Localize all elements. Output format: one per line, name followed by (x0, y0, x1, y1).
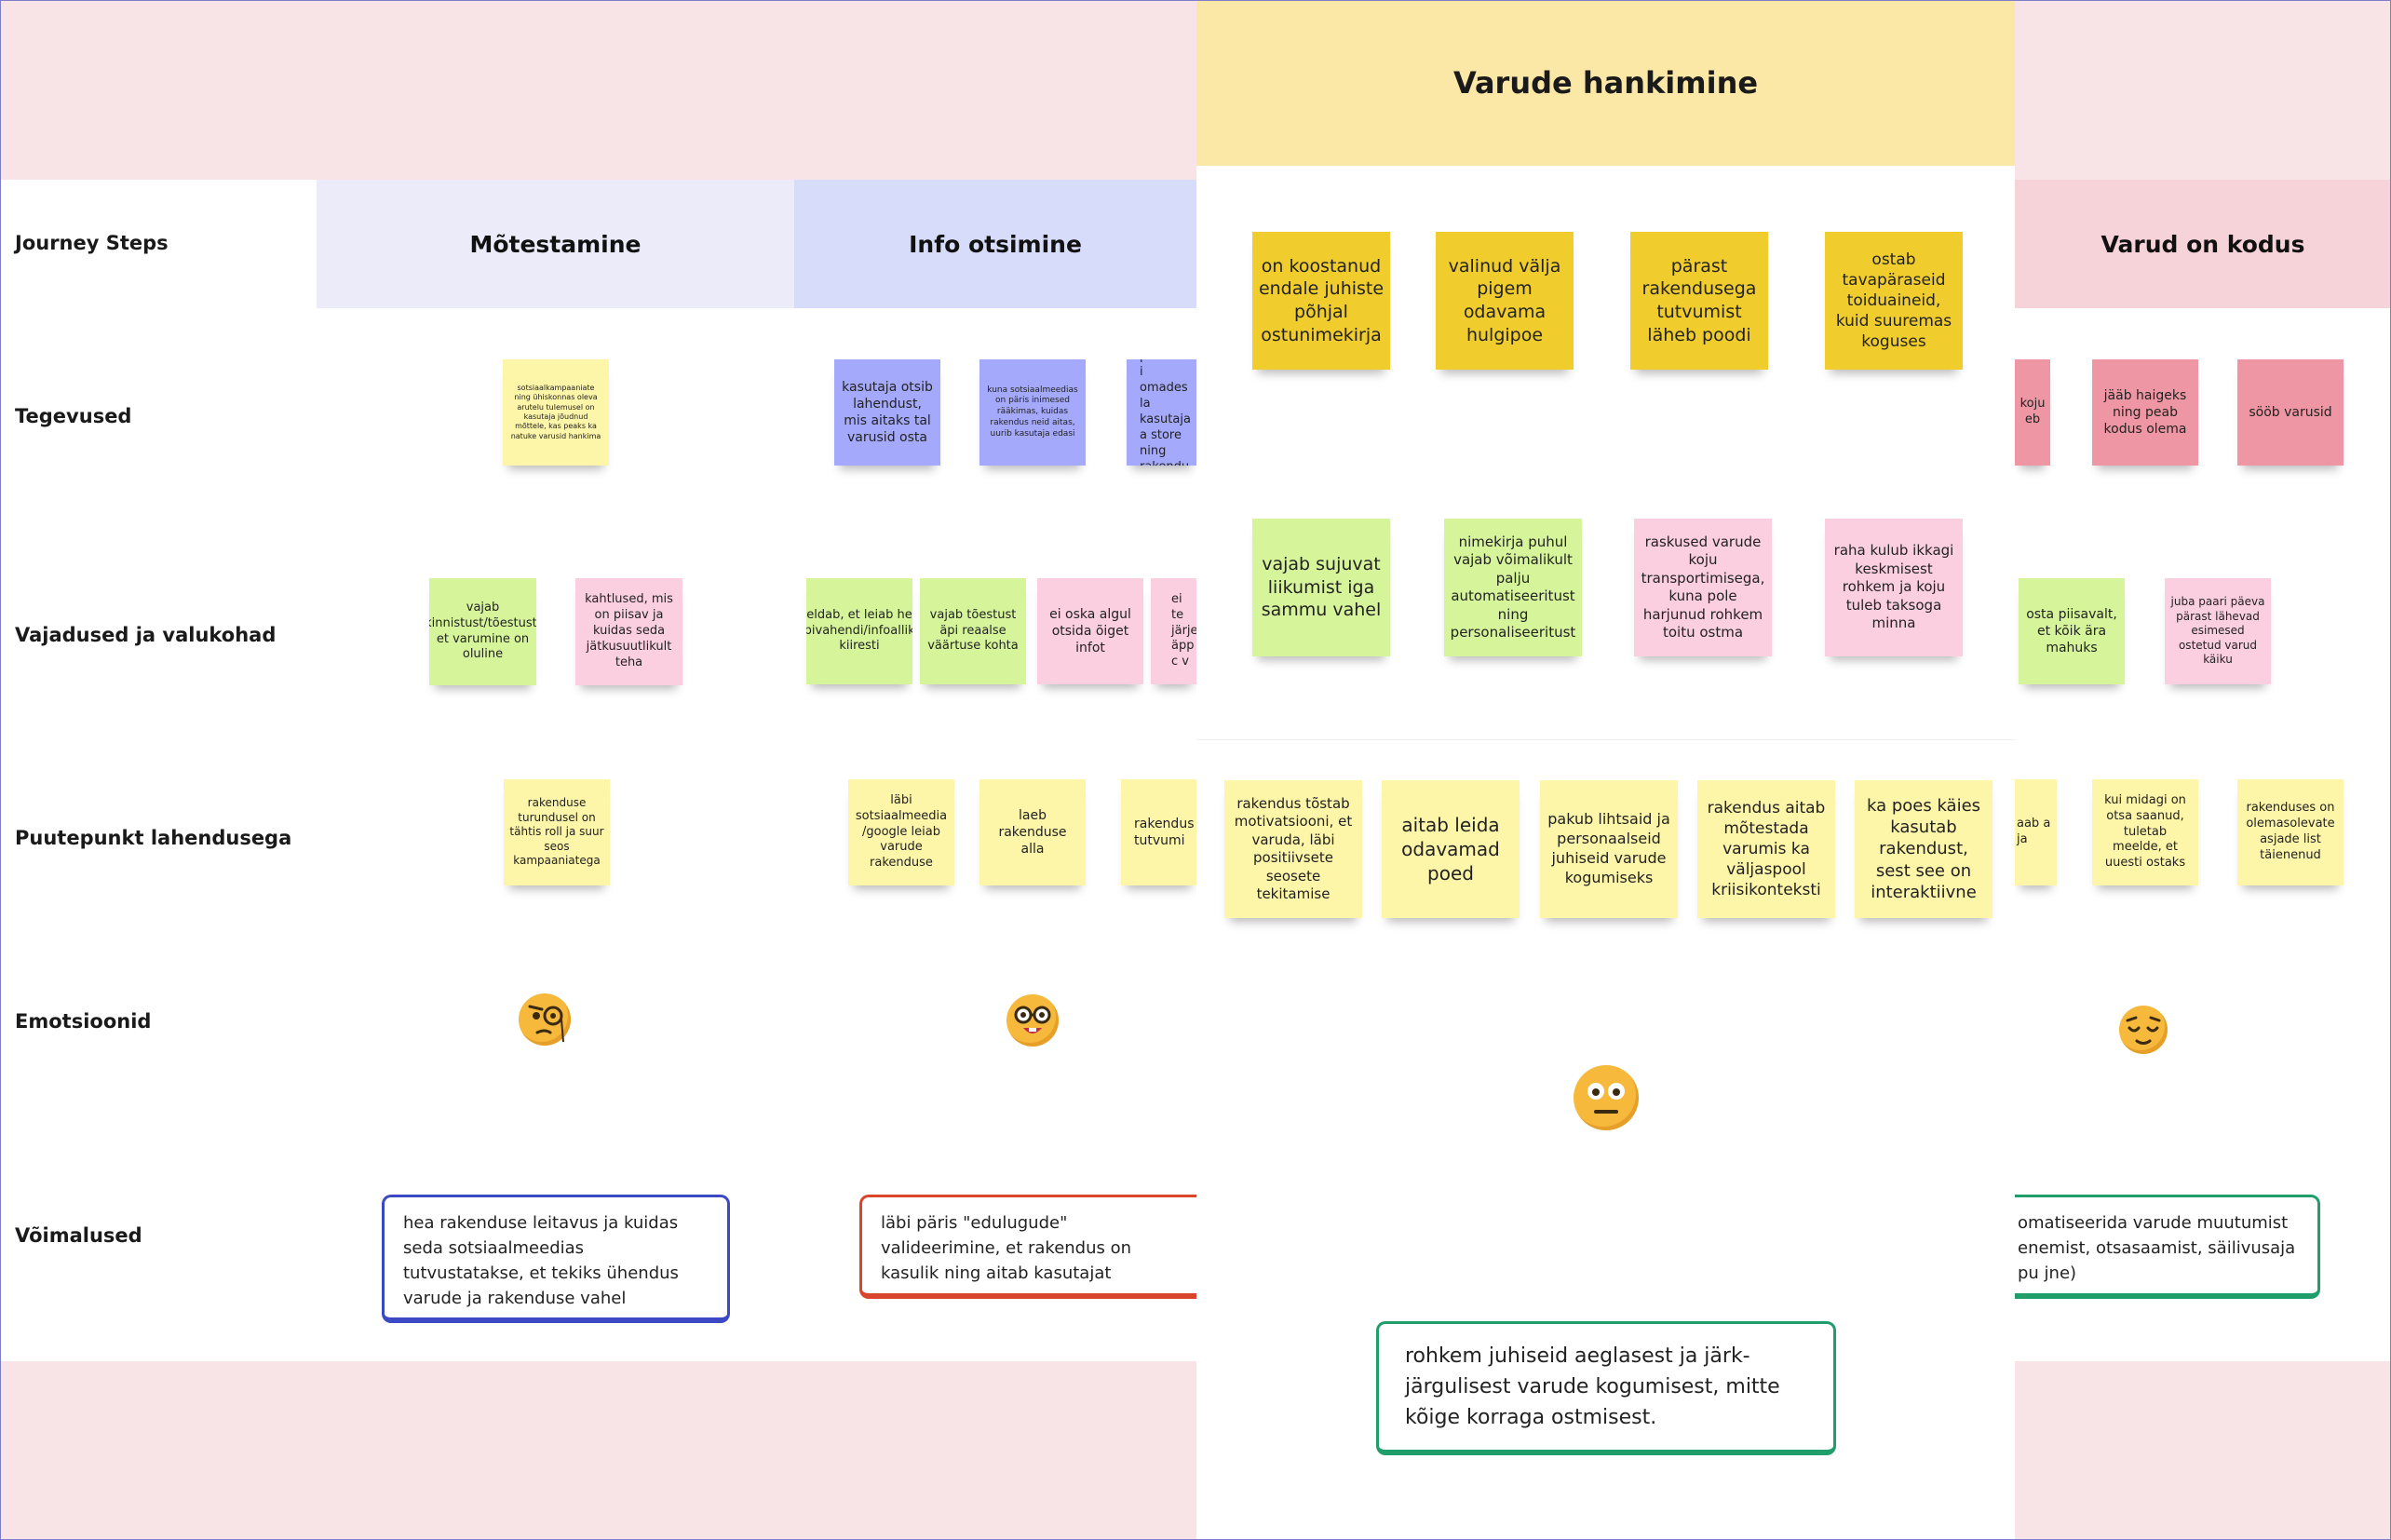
sticky-note[interactable]: juba paari päeva pärast lähevad esimesed… (2165, 578, 2271, 684)
monocle-face-icon (519, 993, 571, 1046)
opportunity-card[interactable]: hea rakenduse leitavus ja kuidas seda so… (382, 1195, 730, 1323)
bottom-band (0, 1361, 2391, 1540)
relieved-face-icon (2119, 1006, 2168, 1054)
step-header-motestamine[interactable]: Mõtestamine (317, 180, 794, 308)
row-label-puutepunkt: Puutepunkt lahendusega (15, 827, 292, 849)
sticky-note[interactable]: osta piisavalt, et kõik ära mahuks (2019, 578, 2125, 684)
opportunity-text: hea rakenduse leitavus ja kuidas seda so… (403, 1213, 679, 1308)
sticky-note[interactable]: ei te järje äpp c v (1151, 578, 1196, 684)
sticky-note[interactable]: pärast rakendusega tutvumist läheb poodi (1630, 232, 1768, 370)
sticky-note[interactable]: rakenduse turundusel on tähtis roll ja s… (504, 779, 610, 885)
sticky-note[interactable]: jääb haigeks ning peab kodus olema (2092, 359, 2198, 466)
opportunity-card[interactable]: rohkem juhiseid aeglasest ja järk-järgul… (1376, 1321, 1836, 1455)
row-label-vajadused: Vajadused ja valukohad (15, 624, 277, 646)
sticky-note[interactable]: kahtlused, mis on piisav ja kuidas seda … (575, 578, 682, 685)
sticky-note[interactable]: rakendus aitab mõtestada varumis ka välj… (1697, 780, 1835, 918)
sticky-note[interactable]: läbi sotsiaalmeedia /google leiab varude… (848, 779, 954, 885)
sticky-note[interactable]: raskused varude koju transportimisega, k… (1634, 519, 1772, 656)
sticky-note[interactable]: laeb rakenduse alla (979, 779, 1086, 885)
sticky-note[interactable]: eeldab, et leiab hea abivahendi/infoalli… (806, 578, 912, 684)
row-label-journey-steps: Journey Steps (15, 232, 169, 254)
opportunity-card[interactable]: omatiseerida varude muutumist enemist, o… (1992, 1195, 2320, 1299)
sticky-note[interactable]: piisavalt i omades la kasutaja a store n… (1127, 359, 1196, 466)
step-header-info-otsimine[interactable]: Info otsimine (794, 180, 1196, 308)
sticky-note[interactable]: on koostanud endale juhiste põhjal ostun… (1252, 232, 1390, 370)
sticky-note[interactable]: aab a ja (2015, 779, 2057, 885)
row-label-voimalused: Võimalused (15, 1224, 142, 1247)
opportunity-text: rohkem juhiseid aeglasest ja järk-järgul… (1405, 1344, 1780, 1429)
step-header-varud-kodus[interactable]: Varud on kodus (2015, 180, 2391, 308)
sticky-note[interactable]: sotsiaalkampaaniate ning ühiskonnas olev… (503, 359, 609, 466)
sticky-note[interactable]: koju eb (2015, 359, 2050, 466)
row-label-emotsioonid: Emotsioonid (15, 1010, 152, 1033)
sticky-note[interactable]: raha kulub ikkagi keskmisest rohkem ja k… (1825, 519, 1963, 656)
sticky-note[interactable]: sööb varusid (2237, 359, 2344, 466)
sticky-note[interactable]: ei oska algul otsida õiget infot (1037, 578, 1143, 684)
sticky-note[interactable]: vajab tõestust äpi reaalse väärtuse koht… (920, 578, 1026, 684)
sticky-note[interactable]: vajab sujuvat liikumist iga sammu vahel (1252, 519, 1390, 656)
sticky-note[interactable]: kuna sotsiaalmeedias on päris inimesed r… (979, 359, 1086, 466)
opportunity-text: läbi päris "edulugude" valideerimine, et… (881, 1213, 1132, 1283)
sticky-note[interactable]: ka poes käies kasutab rakendust, sest se… (1855, 780, 1992, 918)
opportunity-text: omatiseerida varude muutumist enemist, o… (2018, 1213, 2296, 1283)
nerd-face-icon (1006, 994, 1059, 1047)
sticky-note[interactable]: valinud välja pigem odavama hulgipoe (1436, 232, 1574, 370)
sticky-note[interactable]: rakendus tõstab motivatsiooni, et varuda… (1224, 780, 1362, 918)
sticky-note[interactable]: kui midagi on otsa saanud, tuletab meeld… (2092, 779, 2198, 885)
sticky-note[interactable]: ostab tavapäraseid toiduaineid, kuid suu… (1825, 232, 1963, 370)
sticky-note[interactable]: pakub lihtsaid ja personaalseid juhiseid… (1540, 780, 1678, 918)
top-band (0, 0, 2391, 180)
sticky-note[interactable]: aitab leida odavamad poed (1382, 780, 1520, 918)
varude-hankimine-panel: Varude hankimine on koostanud endale juh… (1196, 0, 2015, 1540)
neutral-face-icon (1574, 1065, 1639, 1130)
sticky-note[interactable]: nimekirja puhul vajab võimalikult palju … (1444, 519, 1582, 656)
step-header-varude-hankimine[interactable]: Varude hankimine (1196, 0, 2015, 166)
sticky-note[interactable]: vajab kinnistust/tõestust, et varumine o… (429, 578, 536, 685)
sticky-note[interactable]: rakenduses on olemasolevate asjade list … (2237, 779, 2344, 885)
row-label-tegevused: Tegevused (15, 405, 132, 427)
sticky-note[interactable]: kasutaja otsib lahendust, mis aitaks tal… (834, 359, 940, 466)
opportunity-card[interactable]: läbi päris "edulugude" valideerimine, et… (859, 1195, 1213, 1299)
divider (1196, 739, 2015, 740)
sticky-note[interactable]: rakendus tutvumi (1121, 779, 1196, 885)
